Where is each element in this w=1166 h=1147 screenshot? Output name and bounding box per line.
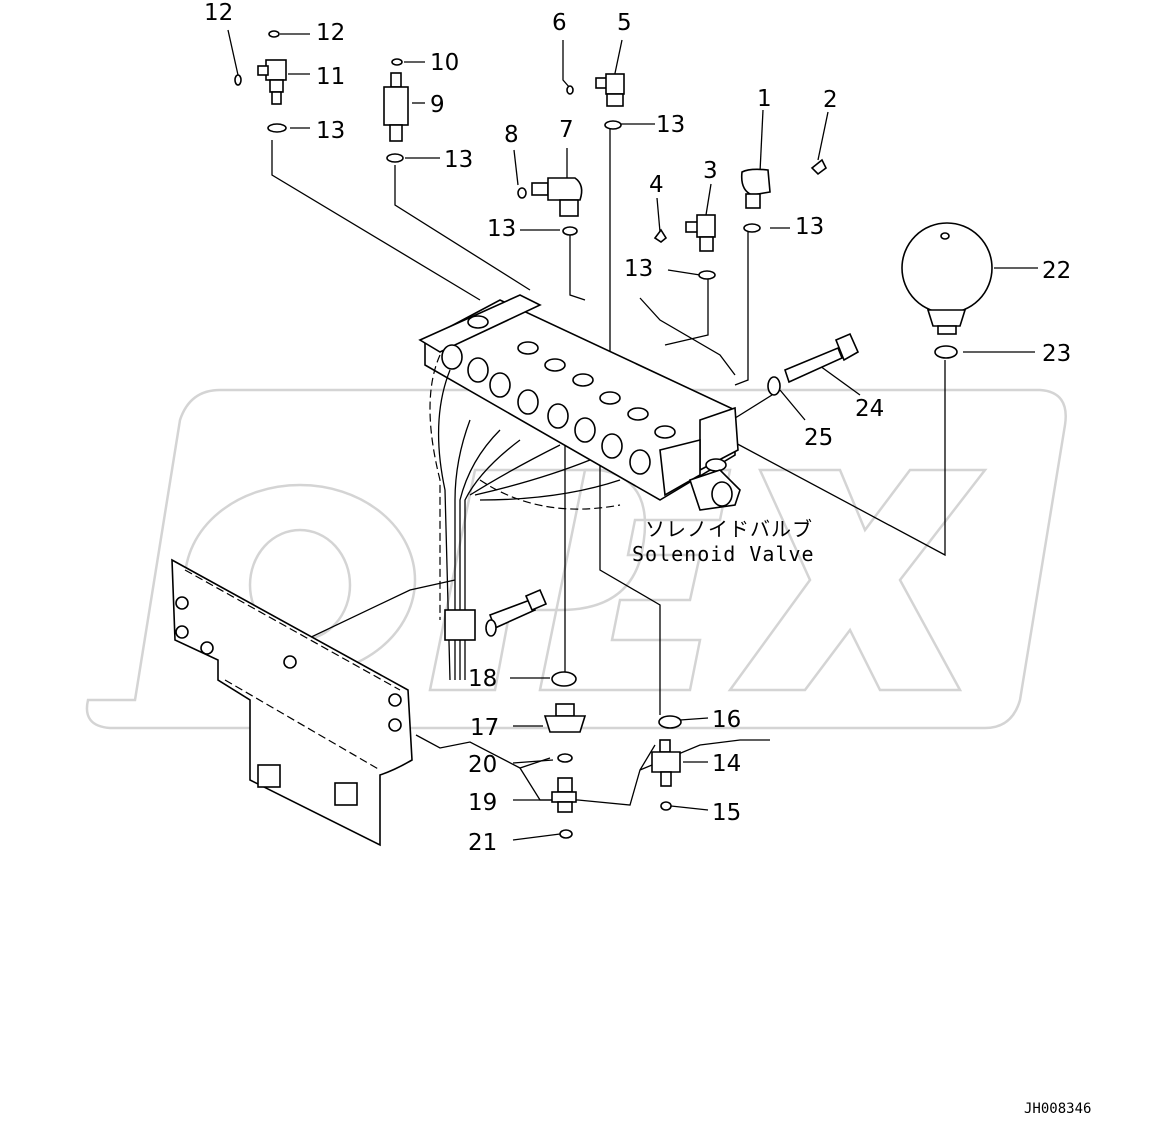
callout-1: 1 — [757, 86, 772, 112]
solenoid-coils — [467, 315, 727, 472]
callout-13: 13 — [656, 112, 685, 138]
wire-harness — [429, 354, 621, 681]
callout-12: 12 — [316, 20, 345, 46]
callout-8: 8 — [504, 122, 519, 148]
o-ring-13 — [743, 223, 761, 233]
elbow-fitting-1 — [740, 168, 771, 209]
callout-6: 6 — [552, 10, 567, 36]
o-ring-8 — [517, 187, 527, 199]
leader-lines — [227, 29, 1038, 841]
plug-17 — [543, 703, 587, 733]
o-ring-13 — [386, 153, 404, 163]
callout-18: 18 — [468, 666, 497, 692]
o-ring-13 — [267, 123, 287, 133]
callout-22: 22 — [1042, 258, 1071, 284]
callout-4: 4 — [649, 172, 664, 198]
washer-25 — [767, 376, 781, 396]
callout-25: 25 — [804, 425, 833, 451]
o-ring-12-left — [234, 74, 242, 86]
o-ring-10 — [391, 58, 403, 66]
callout-23: 23 — [1042, 341, 1071, 367]
callout-5: 5 — [617, 10, 632, 36]
callout-17: 17 — [470, 715, 499, 741]
drawing-code: JH008346 — [1024, 1101, 1091, 1117]
o-ring-16 — [658, 715, 682, 729]
elbow-fitting-7 — [531, 177, 583, 217]
elbow-fitting-5 — [595, 73, 625, 107]
o-ring-13 — [698, 270, 716, 280]
callout-numbers: 12 12 11 13 10 9 13 6 5 13 8 7 13 4 3 13… — [204, 0, 1071, 856]
tee-fitting-11 — [257, 59, 287, 105]
fitting-19 — [551, 777, 577, 813]
bolt-24 — [784, 332, 860, 384]
o-ring-20 — [557, 753, 573, 763]
connector-14 — [651, 739, 681, 787]
lower-fittings — [543, 671, 682, 839]
callout-13: 13 — [795, 214, 824, 240]
callout-16: 16 — [712, 707, 741, 733]
callout-9: 9 — [430, 92, 445, 118]
callout-3: 3 — [703, 158, 718, 184]
caption-english: Solenoid Valve — [632, 542, 815, 566]
o-ring-12-right — [268, 30, 280, 38]
callout-13: 13 — [487, 216, 516, 242]
callout-2: 2 — [823, 87, 838, 113]
callout-21: 21 — [468, 830, 497, 856]
caption-japanese: ソレノイドバルブ — [645, 517, 813, 541]
callout-11: 11 — [316, 64, 345, 90]
callout-7: 7 — [559, 117, 574, 143]
o-ring-15 — [660, 801, 672, 811]
fittings — [234, 30, 828, 280]
solenoid-valve-assembly — [418, 294, 741, 511]
callout-24: 24 — [855, 396, 884, 422]
callout-13: 13 — [624, 256, 653, 282]
callout-13: 13 — [316, 118, 345, 144]
o-ring-4 — [653, 228, 668, 243]
o-ring-13 — [562, 226, 578, 236]
o-ring-6 — [566, 85, 574, 95]
o-ring-18 — [551, 671, 577, 687]
callout-20: 20 — [468, 752, 497, 778]
callout-13: 13 — [444, 147, 473, 173]
o-ring-21 — [559, 829, 573, 839]
callout-10: 10 — [430, 50, 459, 76]
callout-12: 12 — [204, 0, 233, 26]
callout-15: 15 — [712, 800, 741, 826]
mounting-bracket — [171, 558, 413, 847]
o-ring-13 — [604, 120, 622, 130]
callout-19: 19 — [468, 790, 497, 816]
o-ring-2 — [810, 158, 828, 176]
callout-14: 14 — [712, 751, 741, 777]
accumulator-22 — [901, 222, 993, 335]
o-ring-23 — [934, 345, 958, 359]
filter-9 — [383, 72, 409, 142]
elbow-fitting-3 — [685, 214, 716, 252]
